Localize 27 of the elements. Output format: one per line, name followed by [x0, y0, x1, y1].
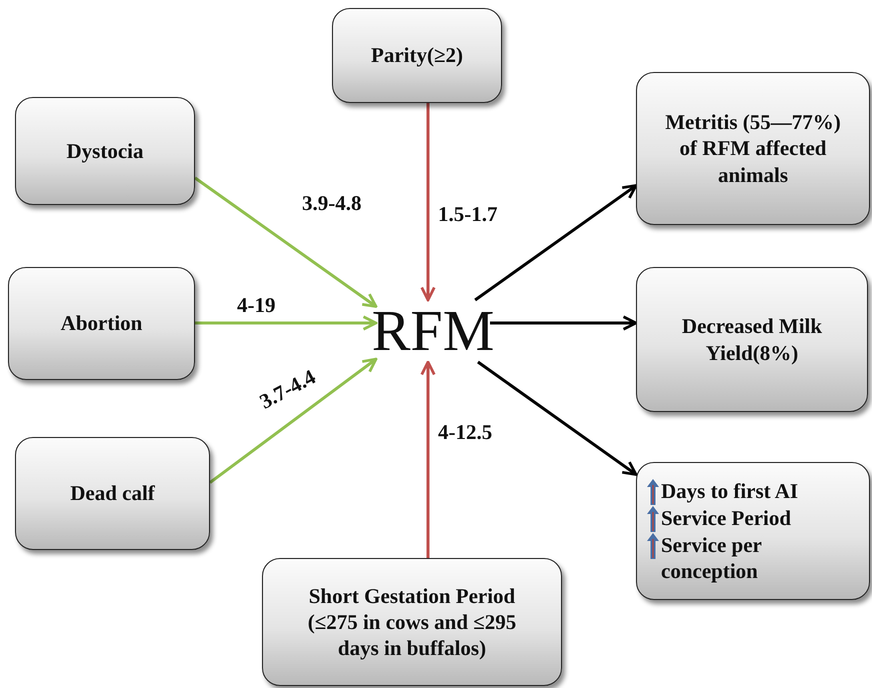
arrow [194, 176, 378, 308]
arrow [195, 315, 378, 331]
rounded-box [636, 462, 870, 600]
rounded-box [262, 558, 562, 686]
arrow [477, 360, 638, 476]
arrow [490, 315, 638, 331]
box-text: Parity(≥2) [371, 42, 463, 69]
box-text: Abortion [60, 310, 142, 337]
box-text: Days to first AI [661, 478, 798, 504]
arrow [420, 360, 436, 558]
arrow [420, 103, 436, 302]
box-text: Metritis (55—77%) of RFM affected animals [664, 109, 842, 188]
rounded-box [8, 267, 195, 380]
arrow [474, 184, 638, 302]
rounded-box [636, 267, 868, 412]
box-text: Dead calf [70, 480, 155, 507]
arrow [209, 358, 378, 484]
box-text: Short Gestation Period (≤275 in cows and ≤295 days in buffalos) [306, 582, 518, 662]
box-text: Service Period [661, 504, 792, 531]
rounded-box [15, 97, 195, 205]
center-term: RFM [372, 302, 494, 360]
box-text: Dystocia [66, 138, 144, 164]
rounded-box [15, 437, 210, 550]
box-text: Service per conception [661, 532, 762, 584]
rounded-box [636, 72, 870, 225]
rounded-box [332, 8, 502, 103]
box-text: Decreased Milk Yield(8%) [680, 313, 824, 366]
